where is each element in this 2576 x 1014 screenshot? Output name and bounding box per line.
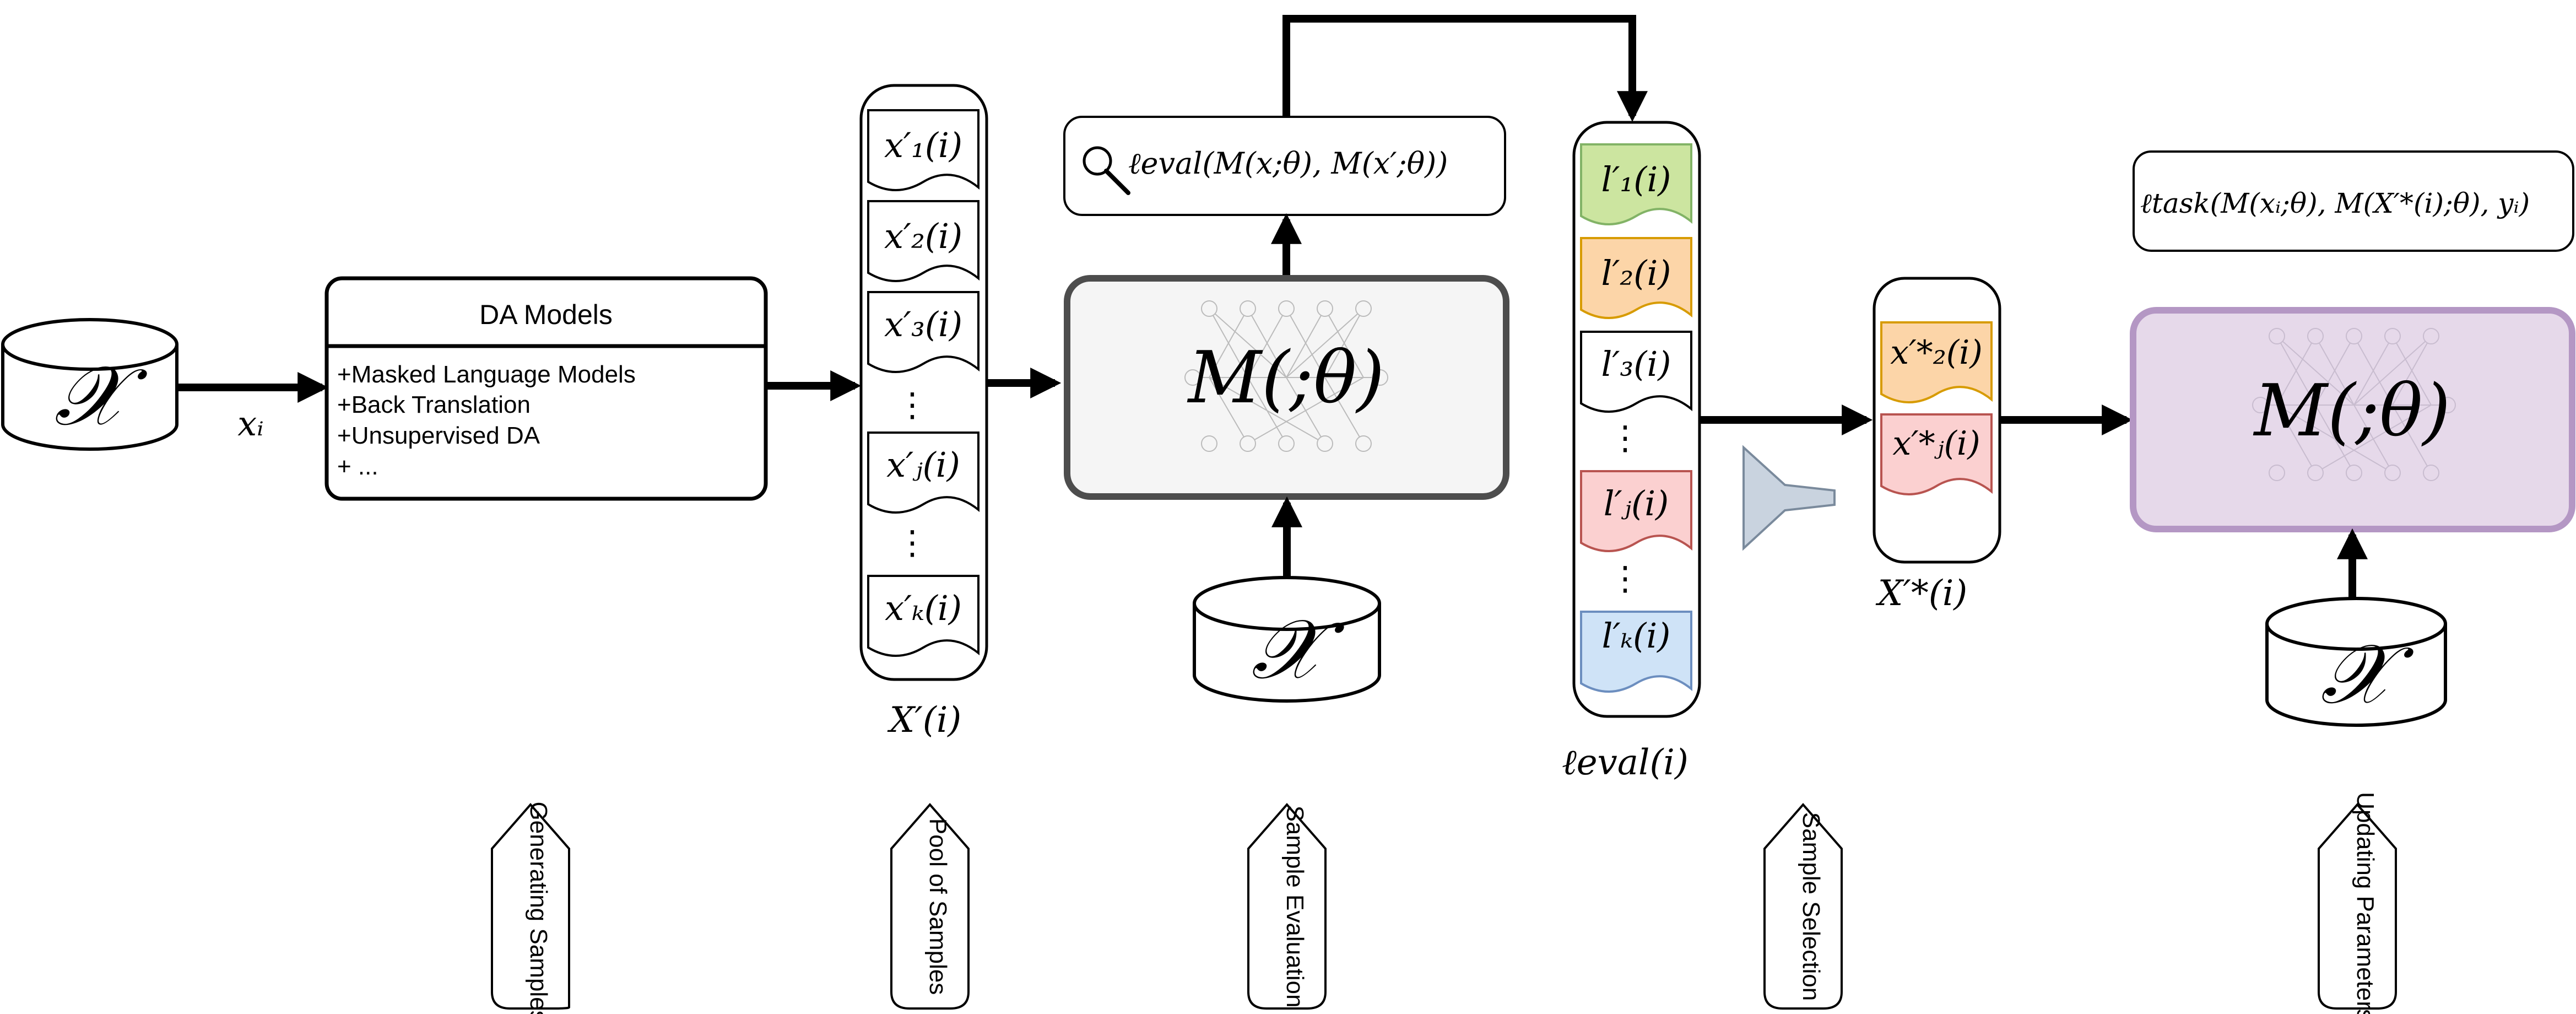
task-formula-box: ℓtask(M(xᵢ;θ), M(X′*(i);θ), yᵢ) <box>2133 150 2574 252</box>
svg-text:l′₃(i): l′₃(i) <box>1601 344 1671 384</box>
network-icon-final <box>2252 328 2456 481</box>
svg-text:x′₂(i): x′₂(i) <box>884 216 962 256</box>
stage-sample-selection: Sample Selection <box>1763 802 1843 1010</box>
eval-formula-text: ℓeval(M(x;θ), M(x′;θ)) <box>1128 146 1448 181</box>
da-models-box: DA Models +Masked Language Models +Back … <box>324 276 768 501</box>
da-item-mlm: +Masked Language Models <box>337 361 636 388</box>
svg-text:l′₂(i): l′₂(i) <box>1601 253 1671 293</box>
loss-ellipsis-2: ⋮ <box>1609 559 1642 598</box>
model-box-final: M(;θ) <box>2130 307 2575 532</box>
pool-sample-1: x′₁(i) <box>867 109 979 191</box>
stage-updating-parameters: Updating Parameters <box>2318 792 2397 1014</box>
model-label-final: M(;θ) <box>2253 369 2451 452</box>
svg-text:Sample Evaluation: Sample Evaluation <box>1281 806 1308 1008</box>
svg-text:l′ⱼ(i): l′ⱼ(i) <box>1604 483 1669 524</box>
selected-label: X′*(i) <box>1875 573 1968 614</box>
svg-text:x′₁(i): x′₁(i) <box>884 125 962 165</box>
dataset-cylinder-eval: 𝒳 <box>1193 576 1381 703</box>
stage-sample-evaluation: Sample Evaluation <box>1247 802 1327 1010</box>
svg-text:Pool of Samples: Pool of Samples <box>924 818 951 995</box>
arrow-model-to-losses <box>1282 15 1648 122</box>
svg-text:Generating Samples: Generating Samples <box>525 801 552 1014</box>
pool-sample-j: x′ⱼ(i) <box>867 432 979 514</box>
loss-item-3: l′₃(i) <box>1580 331 1692 413</box>
pool-ellipsis-2: ⋮ <box>896 524 929 562</box>
magnifier-icon <box>1083 146 1130 195</box>
selected-container: x′*₂(i) x′*ⱼ(i) <box>1873 277 2001 564</box>
svg-text:Sample Selection: Sample Selection <box>1798 812 1825 1001</box>
loss-ellipsis-1: ⋮ <box>1609 419 1642 457</box>
stage-generating-samples: Generating Samples <box>491 801 570 1014</box>
stage-pool-of-samples: Pool of Samples <box>890 802 970 1010</box>
edge-label-xi: xᵢ <box>237 403 263 444</box>
pool-container: x′₁(i) x′₂(i) x′₃(i) ⋮ x′ⱼ(i) ⋮ x′ₖ(i) <box>859 84 988 681</box>
eval-formula-box: ℓeval(M(x;θ), M(x′;θ)) <box>1063 116 1506 216</box>
loss-item-2: l′₂(i) <box>1580 237 1692 319</box>
da-item-more: + ... <box>337 453 378 480</box>
da-item-backtranslation: +Back Translation <box>337 391 531 418</box>
loss-item-1: l′₁(i) <box>1580 143 1692 225</box>
svg-text:x′ₖ(i): x′ₖ(i) <box>885 588 962 628</box>
dataset-cylinder-final: 𝒳 <box>2265 597 2447 727</box>
dataset-cylinder-input: 𝒳 <box>1 318 178 451</box>
loss-item-j: l′ⱼ(i) <box>1580 470 1692 552</box>
model-label-eval: M(;θ) <box>1187 336 1385 419</box>
pool-label: X′(i) <box>887 700 962 741</box>
svg-text:x′ⱼ(i): x′ⱼ(i) <box>886 445 960 485</box>
svg-text:x′₃(i): x′₃(i) <box>884 304 962 344</box>
loss-item-k: l′ₖ(i) <box>1580 611 1692 693</box>
network-icon <box>1184 300 1388 452</box>
svg-text:Updating Parameters: Updating Parameters <box>2352 792 2379 1014</box>
pool-sample-k: x′ₖ(i) <box>867 575 979 657</box>
svg-text:l′ₖ(i): l′ₖ(i) <box>1602 616 1671 656</box>
losses-container: l′₁(i) l′₂(i) l′₃(i) ⋮ l′ⱼ(i) ⋮ l′ₖ(i) <box>1572 121 1701 718</box>
svg-text:x′*₂(i): x′*₂(i) <box>1890 333 1983 372</box>
losses-label: ℓeval(i) <box>1562 742 1689 783</box>
svg-text:x′*ⱼ(i): x′*ⱼ(i) <box>1892 424 1980 463</box>
pool-sample-3: x′₃(i) <box>867 291 979 373</box>
funnel-icon <box>1742 445 1836 551</box>
task-formula-text: ℓtask(M(xᵢ;θ), M(X′*(i);θ), yᵢ) <box>2140 187 2530 219</box>
da-item-unsupervised: +Unsupervised DA <box>337 422 540 449</box>
svg-text:l′₁(i): l′₁(i) <box>1601 159 1671 199</box>
selected-sample-j: x′*ⱼ(i) <box>1880 413 1993 495</box>
pool-ellipsis-1: ⋮ <box>896 386 929 424</box>
da-models-title: DA Models <box>479 299 613 330</box>
model-box-eval: M(;θ) <box>1064 275 1509 500</box>
selected-sample-2: x′*₂(i) <box>1880 321 1993 403</box>
pool-sample-2: x′₂(i) <box>867 200 979 282</box>
